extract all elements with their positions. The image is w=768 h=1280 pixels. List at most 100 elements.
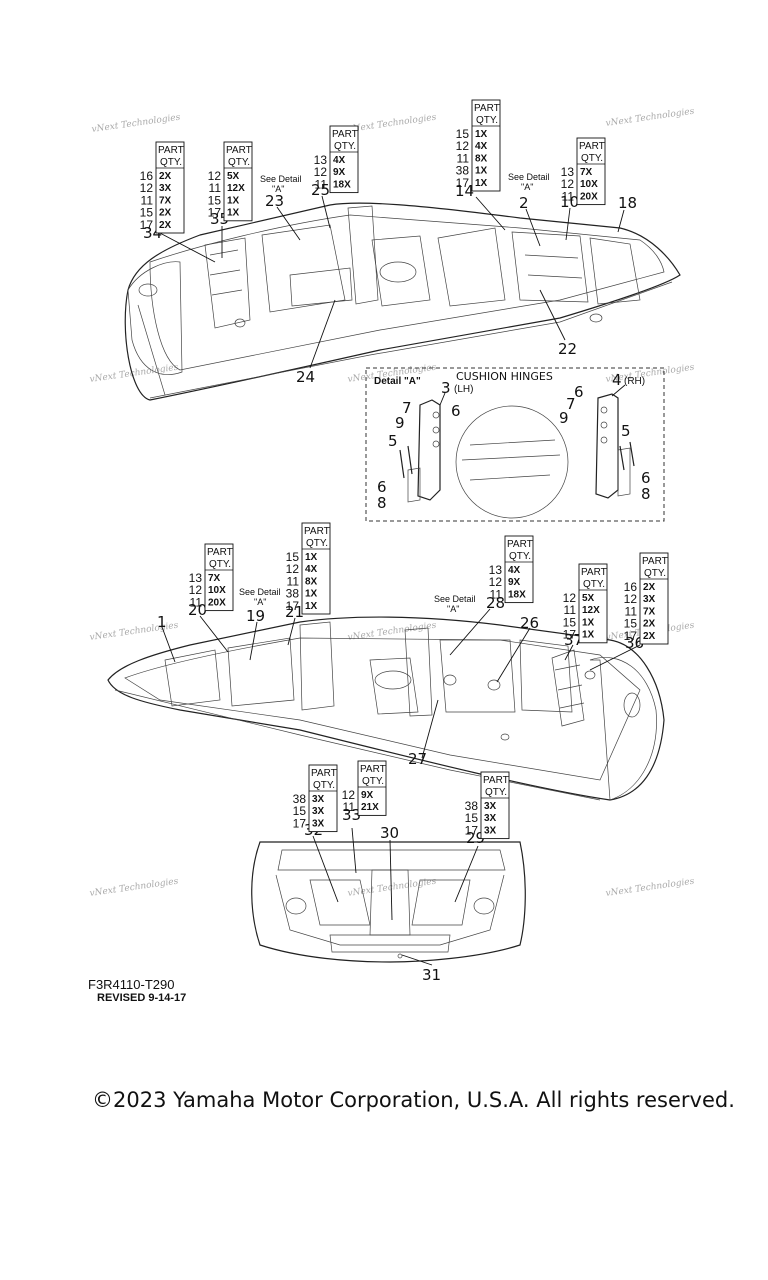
qty-value: 4X <box>475 141 488 152</box>
qty-value: 3X <box>312 794 325 805</box>
qty-value: 3X <box>312 806 325 817</box>
qty-value: 3X <box>312 818 325 829</box>
qty-table-header-part: PART <box>226 145 252 156</box>
qty-part-number: 15 <box>293 804 307 818</box>
watermark: vNext Technologies <box>347 621 437 643</box>
qty-table-frame <box>471 99 501 192</box>
qty-value: 10X <box>208 585 226 596</box>
qty-table-header-qty: QTY. <box>334 141 356 152</box>
qty-table-header-part: PART <box>311 768 337 779</box>
qty-part-number: 11 <box>490 587 503 601</box>
callout-19: 19 <box>246 607 265 625</box>
qty-table-header-qty: QTY. <box>209 559 231 570</box>
callout-9: 9 <box>395 414 405 432</box>
qty-table-frame <box>204 543 234 612</box>
detail-label: Detail "A" <box>374 376 421 387</box>
callout-9b: 9 <box>559 409 569 427</box>
callout-30: 30 <box>380 824 399 842</box>
qty-value: 7X <box>208 573 221 584</box>
qty-table-header-qty: QTY. <box>485 787 507 798</box>
qty-part-number: 15 <box>208 193 222 207</box>
watermark: vNext Technologies <box>91 113 181 135</box>
qty-table-header-qty: QTY. <box>313 780 335 791</box>
qty-part-number: 15 <box>286 550 300 564</box>
qty-part-number: 17 <box>286 599 300 613</box>
qty-part-number: 12 <box>561 177 575 191</box>
qty-value: 1X <box>475 166 488 177</box>
detail-a: CUSHION HINGES Detail "A" <box>365 367 665 522</box>
qty-value: 3X <box>159 183 172 194</box>
see-detail-note: See Detail <box>508 172 550 182</box>
watermark: vNext Technologies <box>89 877 179 899</box>
callout-22: 22 <box>558 340 577 358</box>
qty-table-frame <box>301 522 331 615</box>
qty-value: 3X <box>484 813 497 824</box>
qty-value: 1X <box>305 589 318 600</box>
callout-18: 18 <box>618 194 637 212</box>
qty-part-number: 17 <box>456 176 470 190</box>
qty-table-frame <box>576 137 606 206</box>
qty-value: 1X <box>475 129 488 140</box>
qty-table-frame <box>578 563 608 644</box>
qty-table-header-part: PART <box>207 547 233 558</box>
qty-value: 2X <box>159 171 172 182</box>
qty-value: 1X <box>227 208 240 219</box>
qty-part-number: 11 <box>457 151 470 165</box>
qty-table-frame <box>308 764 338 833</box>
qty-part-number: 17 <box>293 816 307 830</box>
qty-value: 9X <box>508 577 521 588</box>
qty-value: 1X <box>475 178 488 189</box>
qty-table-header-qty: QTY. <box>160 157 182 168</box>
qty-part-number: 12 <box>342 788 356 802</box>
qty-part-number: 13 <box>561 165 575 179</box>
qty-table-header-qty: QTY. <box>583 579 605 590</box>
qty-value: 9X <box>333 167 346 178</box>
qty-value: 1X <box>305 552 318 563</box>
qty-part-number: 11 <box>209 181 222 195</box>
watermark: vNext Technologies <box>89 363 179 385</box>
qty-value: 7X <box>643 606 656 617</box>
qty-part-number: 38 <box>456 164 470 178</box>
qty-value: 8X <box>305 576 318 587</box>
qty-table-header-qty: QTY. <box>362 776 384 787</box>
qty-value: 18X <box>508 589 526 600</box>
qty-value: 2X <box>643 582 656 593</box>
copyright-notice: ©2023 Yamaha Motor Corporation, U.S.A. A… <box>92 1088 735 1112</box>
qty-part-number: 15 <box>465 811 479 825</box>
callout-31: 31 <box>422 966 441 984</box>
diagram-code: F3R4110-T290 <box>88 977 175 992</box>
callout-6b: 6 <box>377 478 387 496</box>
qty-part-number: 11 <box>141 193 154 207</box>
qty-value: 1X <box>227 195 240 206</box>
qty-value: 4X <box>305 564 318 575</box>
watermark: vNext Technologies <box>605 877 695 899</box>
qty-table-header-qty: QTY. <box>476 115 498 126</box>
qty-value: 18X <box>333 179 351 190</box>
qty-part-number: 15 <box>624 617 638 631</box>
stern-view <box>251 841 526 963</box>
qty-value: 2X <box>643 619 656 630</box>
qty-part-number: 11 <box>287 574 300 588</box>
qty-value: 4X <box>333 155 346 166</box>
callout-21: 21 <box>285 603 304 621</box>
revision-note: REVISED 9-14-17 <box>97 992 187 1004</box>
qty-table-header-qty: QTY. <box>581 153 603 164</box>
qty-part-number: 38 <box>286 587 300 601</box>
callout-3: 3 <box>441 379 451 397</box>
qty-value: 12X <box>582 605 600 616</box>
see-detail-note: See Detail <box>260 174 302 184</box>
callout-14: 14 <box>455 182 474 200</box>
qty-value: 2X <box>159 220 172 231</box>
qty-part-number: 11 <box>343 800 356 814</box>
qty-part-number: 11 <box>315 177 328 191</box>
qty-value: 9X <box>361 790 374 801</box>
callout-23: 23 <box>265 192 284 210</box>
callout-28: 28 <box>486 594 505 612</box>
qty-part-number: 12 <box>208 169 222 183</box>
qty-table-header-qty: QTY. <box>509 551 531 562</box>
